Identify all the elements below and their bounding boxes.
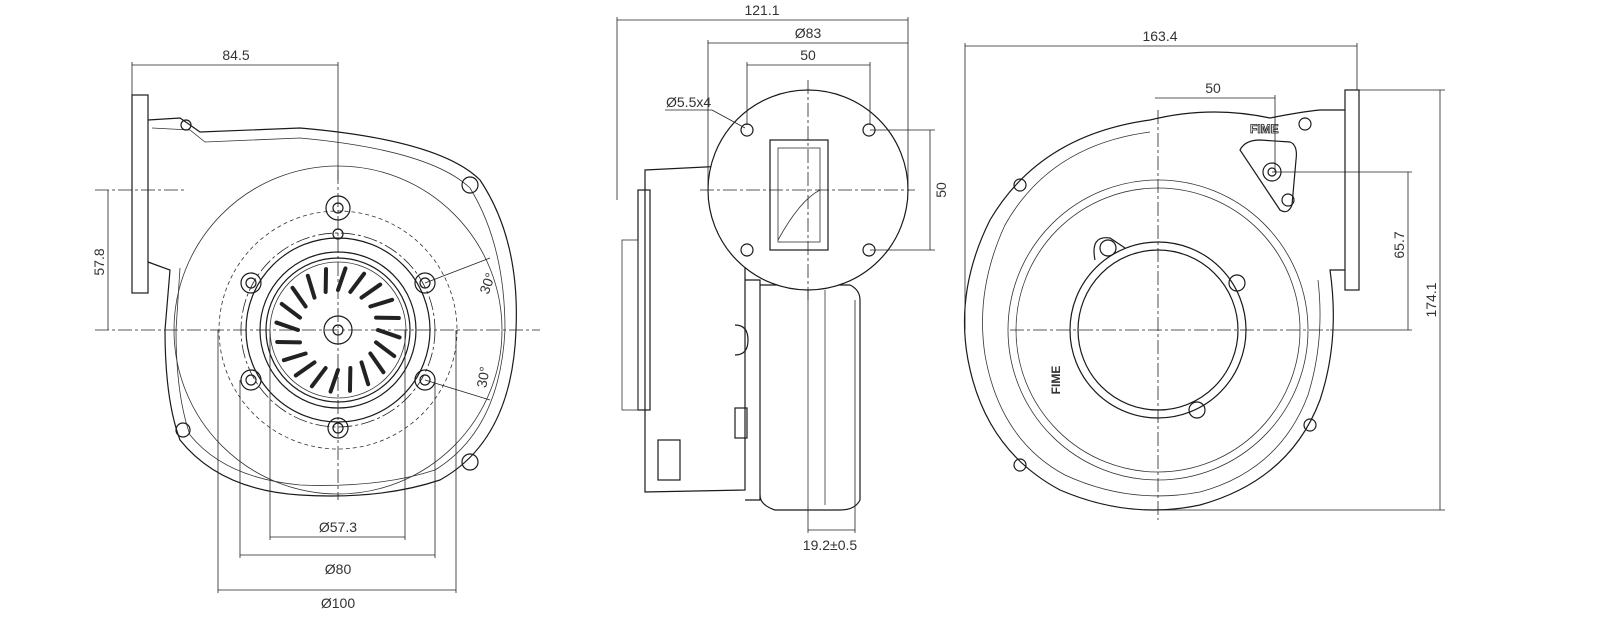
rear-inlet: FIME [1007,110,1330,520]
impeller-blade [374,340,397,359]
front-dimensions: 84.5 57.8 30° 30° Ø57.3 Ø80 Ø100 [91,47,498,611]
dim-overall-width: 163.4 [1142,28,1177,44]
rear-dimensions: 163.4 50 65.7 174.1 [964,28,1445,511]
front-centerlines [95,170,540,500]
impeller-blade [328,368,340,394]
rear-logo: FIME [1250,122,1279,136]
dim-angle-upper: 30° [476,271,498,296]
impeller-blade [376,328,402,340]
side-flange [700,80,915,300]
dim-hole-spacing-h: 50 [800,47,816,63]
impeller-blade [293,360,317,378]
impeller-blade [359,360,371,387]
impeller-blade [348,271,367,294]
impeller-blade [336,266,348,292]
dim-angle-lower: 30° [473,365,492,389]
dim-flange-dia: Ø83 [795,25,822,41]
dim-outlet-offset: 57.8 [91,248,107,275]
front-housing [131,94,517,497]
rear-logo-side: FIME [1049,366,1063,395]
impeller-blade [305,273,317,300]
impeller-blade [368,351,386,375]
dim-holes: Ø5.5x4 [666,94,711,110]
rear-view: FIME FIME 163.4 50 65.7 [963,28,1445,520]
dim-overall-depth: 121.1 [744,2,779,18]
impeller-blade [290,285,308,309]
side-view: 121.1 Ø83 50 Ø5.5x4 50 19.2±0.5 [616,2,949,553]
dim-outlet-offset-rear: 50 [1205,80,1221,96]
side-dimensions: 121.1 Ø83 50 Ø5.5x4 50 19.2±0.5 [616,2,949,553]
rear-housing: FIME [963,89,1360,511]
impeller-blade [309,366,328,389]
impeller-blade [281,351,308,363]
front-view: 84.5 57.8 30° 30° Ø57.3 Ø80 Ø100 [91,47,540,611]
impeller-blade [274,320,300,332]
dim-dia-inner: Ø57.3 [319,519,357,535]
dim-overall-height: 174.1 [1423,282,1439,317]
impeller-blade [279,301,302,320]
dim-width: 84.5 [222,47,249,63]
impeller-blade [368,297,395,309]
dim-inlet-depth: 19.2±0.5 [803,537,858,553]
dim-dia-mid: Ø80 [325,561,352,577]
impeller-blade [359,282,383,300]
dim-hole-spacing-v: 50 [933,182,949,198]
dim-dia-outer: Ø100 [321,595,355,611]
dim-outlet-height: 65.7 [1391,231,1407,258]
